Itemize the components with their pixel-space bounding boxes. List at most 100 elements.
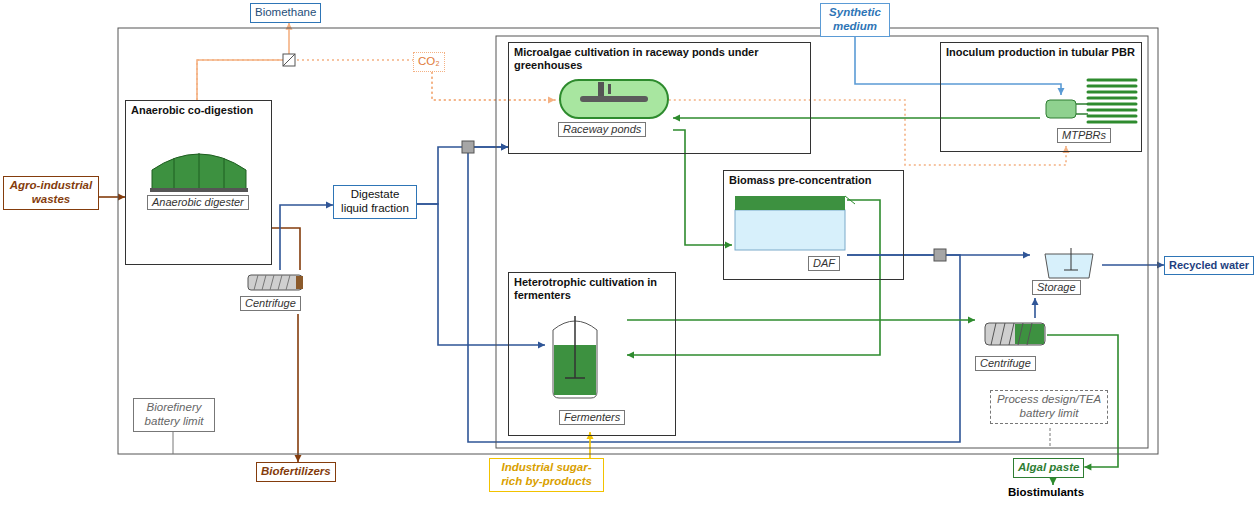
unit-label: Anaerobic digester (147, 195, 249, 210)
connector-line (468, 147, 960, 442)
equipment-unit: Anaerobic digester (145, 140, 257, 215)
digester-icon (150, 153, 248, 192)
process-area: MTPBRs Inoculum production in tubular PBR (940, 42, 1142, 152)
arrow-head (1023, 252, 1030, 259)
box-label: Synthetic medium (821, 4, 889, 36)
flow-connector (197, 60, 413, 100)
leader-line (173, 432, 174, 454)
equipment-unit: Storage (1030, 248, 1102, 298)
equipment-unit: MTPBRs (1040, 95, 1115, 146)
process-area: Anaerobic digester Anaerobic co-digestion (125, 100, 272, 265)
flow-connector (432, 72, 555, 104)
leader-line (1050, 428, 1051, 448)
connector-line (627, 200, 880, 355)
box-label: Digestate liquid fraction (334, 186, 416, 218)
connector-line (197, 23, 289, 100)
area-title: Inoculum production in tubular PBR (941, 43, 1141, 62)
flow-connector (1032, 298, 1039, 318)
flow-connector (855, 37, 1065, 95)
product-label: Biostimulants (1005, 485, 1087, 501)
arrow-head (725, 242, 732, 249)
arrow-head (501, 144, 508, 151)
unit-label: MTPBRs (1057, 128, 1111, 143)
connector-line (272, 228, 300, 270)
arrow-head (295, 455, 302, 462)
arrow-head (286, 23, 293, 30)
flow-box: Digestate liquid fraction (333, 185, 417, 219)
connector-line (432, 72, 555, 100)
flow-box: Process design/TEA battery limit (990, 390, 1108, 424)
daf-tank-icon (735, 196, 855, 250)
box-label: Process design/TEA battery limit (991, 391, 1107, 423)
raceway-pond-icon (560, 80, 668, 118)
flow-connector (197, 23, 293, 100)
equipment-unit: Centrifuge (975, 318, 1047, 374)
centrifuge-icon (985, 323, 1045, 345)
flow-box: Biomethane (250, 3, 321, 23)
connector-line (417, 147, 508, 204)
equipment-unit: DAF (732, 192, 847, 275)
fermenter-icon (553, 316, 597, 398)
process-area: DAF Biomass pre-concentration (723, 170, 904, 280)
flow-connector (1102, 262, 1164, 269)
connector-line (417, 204, 545, 345)
connector-line (297, 314, 299, 462)
area-title: Anaerobic co-digestion (126, 101, 271, 120)
arrow-head (326, 202, 333, 209)
connector-line (627, 319, 975, 321)
area-title: Heterotrophic cultivation in fermenters (509, 273, 675, 305)
box-label: Agro-industrial wastes (4, 177, 98, 209)
connector-line (855, 37, 1061, 95)
process-design-boundary (496, 36, 1148, 448)
flow-box: Biofertilizers (256, 462, 336, 482)
arrow-head (1050, 478, 1057, 485)
product-name: Biostimulants (1005, 485, 1087, 501)
flow-connector (673, 115, 1040, 122)
arrow-head (627, 352, 634, 359)
flow-box: CO₂ (413, 52, 445, 72)
flow-connector (99, 194, 125, 201)
equipment-unit: Fermenters (545, 310, 627, 432)
box-label: Biorefinery battery limit (134, 399, 214, 431)
arrow-head (1058, 88, 1065, 95)
flow-connector (272, 228, 300, 270)
connector-line (280, 205, 333, 270)
flow-box: Algal paste (1013, 458, 1084, 478)
flow-connector (627, 317, 975, 324)
storage-tank-icon (1045, 248, 1093, 278)
box-label: Algal paste (1014, 459, 1083, 477)
flow-connector (468, 144, 960, 443)
arrow-head (501, 144, 508, 151)
centrifuge-icon (248, 275, 303, 290)
area-title: Biomass pre-concentration (724, 171, 903, 190)
connector-line (673, 117, 1040, 119)
arrow-head (1032, 298, 1039, 305)
mixer-symbol (462, 141, 946, 261)
biorefinery-boundary (118, 28, 1158, 454)
unit-label: Raceway ponds (558, 122, 646, 137)
arrow-head (118, 194, 125, 201)
equipment-unit: Centrifuge (240, 270, 306, 314)
unit-label: Fermenters (559, 410, 625, 425)
process-area: Fermenters Heterotrophic cultivation in f… (508, 272, 676, 436)
flow-box: Agro-industrial wastes (3, 176, 99, 210)
box-label: Biomethane (251, 4, 320, 22)
box-label: Recycled water (1165, 257, 1253, 274)
area-title: Microalgae cultivation in raceway ponds … (509, 43, 810, 75)
flow-box: Biorefinery battery limit (133, 398, 215, 432)
flow-connector (1050, 478, 1057, 485)
box-label: CO₂ (414, 53, 444, 71)
equipment-unit: Raceway ponds (555, 76, 673, 148)
connector-line (197, 60, 413, 100)
connector-line (1102, 264, 1164, 266)
arrow-head (538, 342, 545, 349)
process-area: Raceway ponds Microalgae cultivation in r… (508, 42, 811, 154)
flow-box: Recycled water (1164, 256, 1254, 275)
tubular-pbr-icon (1046, 80, 1136, 122)
flow-connector (280, 202, 333, 271)
flow-box: Industrial sugar-rich by-products (489, 458, 604, 492)
arrow-head (968, 317, 975, 324)
unit-label: Storage (1032, 280, 1081, 295)
unit-label: DAF (808, 256, 840, 271)
